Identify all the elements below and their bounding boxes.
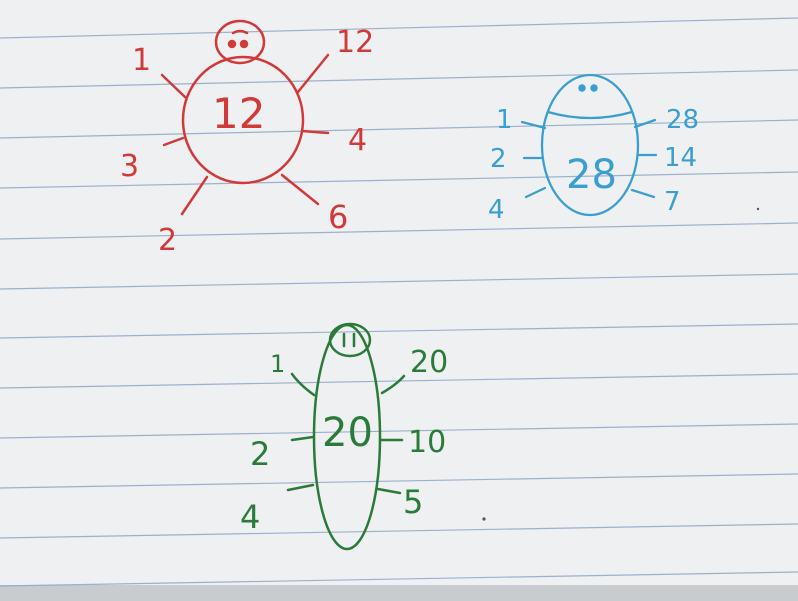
rule-line [0, 473, 798, 489]
rule-line [0, 323, 798, 339]
green-factor-label: 2 [250, 435, 270, 473]
blue-bug-eye [590, 84, 598, 92]
blue-factor-label: 28 [666, 105, 699, 135]
green-bug-leg [376, 487, 402, 495]
paper-edge-shadow [0, 585, 798, 601]
blue-bug-eye [578, 84, 586, 92]
rule-line [0, 119, 798, 139]
red-bug-leg [180, 175, 209, 216]
blue-bug-leg [524, 186, 547, 199]
blue-bug-body [540, 73, 640, 217]
red-factor-label: 4 [348, 123, 367, 158]
green-bug-body-number: 20 [322, 410, 373, 456]
rule-line [0, 523, 798, 539]
rule-line [0, 69, 798, 89]
rule-line [0, 17, 798, 39]
red-bug-body-number: 12 [212, 89, 265, 138]
red-bug-body [181, 55, 305, 185]
blue-bug-labels: 28 1 28 2 14 4 7 [488, 105, 699, 225]
green-factor-label: 5 [403, 483, 423, 521]
green-factor-label: 20 [410, 345, 448, 380]
red-bug-drawing [160, 19, 330, 216]
paper-speck [482, 517, 486, 521]
blue-bug-head-line [546, 110, 634, 120]
green-bug-head [328, 322, 372, 358]
rule-line [0, 222, 798, 240]
green-factor-label: 1 [270, 350, 285, 378]
blue-factor-label: 14 [664, 143, 697, 173]
blue-bug-leg [633, 118, 657, 129]
green-bug-drawing [286, 322, 406, 551]
blue-factor-label: 7 [664, 187, 681, 217]
rule-line [0, 571, 798, 587]
red-bug-eye [227, 39, 237, 49]
red-factor-label: 12 [336, 25, 374, 60]
red-bug-leg [300, 129, 330, 135]
green-bug-leg [290, 435, 315, 442]
rule-line [0, 273, 798, 290]
red-bug-eye [239, 39, 249, 49]
blue-bug-body-number: 28 [566, 152, 617, 198]
green-bug-leg [380, 374, 406, 395]
red-bug-head [214, 19, 266, 65]
green-factor-label: 4 [240, 498, 260, 536]
paper-speck [756, 207, 760, 211]
rule-line [0, 171, 798, 189]
blue-bug-leg [630, 188, 656, 199]
blue-bug-leg [520, 120, 547, 130]
green-bug-leg [290, 372, 316, 397]
ruled-lines [0, 17, 798, 587]
red-factor-label: 2 [158, 223, 177, 258]
blue-factor-label: 1 [496, 105, 513, 135]
red-bug-labels: 12 1 12 3 4 2 6 [120, 25, 374, 258]
red-bug-leg [280, 173, 320, 206]
green-bug-labels: 20 1 20 2 10 4 5 [240, 345, 448, 536]
blue-factor-label: 2 [490, 144, 507, 174]
green-factor-label: 10 [408, 425, 446, 460]
red-factor-label: 3 [120, 149, 139, 184]
blue-bug-drawing [520, 73, 658, 217]
red-bug-leg [162, 136, 185, 147]
red-factor-label: 6 [328, 198, 348, 236]
red-bug-leg [160, 73, 187, 99]
red-bug-leg [296, 53, 330, 94]
green-bug-leg [286, 483, 315, 492]
blue-factor-label: 4 [488, 195, 505, 225]
red-bug-eyebrow [231, 29, 249, 35]
red-factor-label: 1 [132, 43, 151, 78]
rule-line [0, 423, 798, 439]
